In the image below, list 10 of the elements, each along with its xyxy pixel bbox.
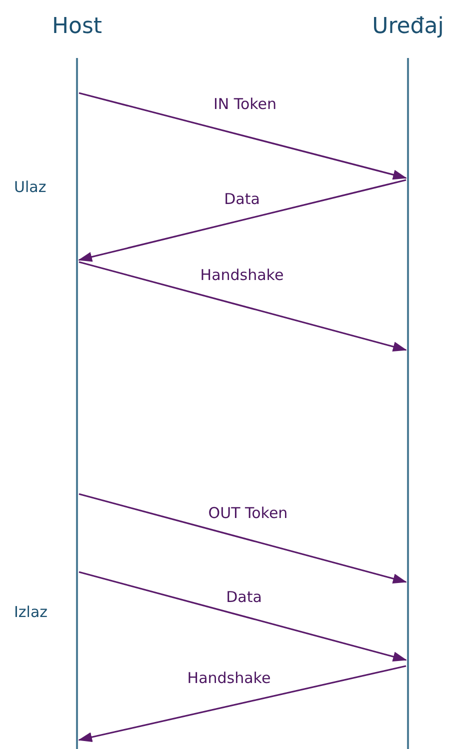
message-arrow [78,493,407,584]
message-arrow [78,571,407,662]
participant-name: Host [50,14,104,39]
phase-label: Izlaz [14,603,48,621]
message-arrow [78,665,406,742]
phase-label: Ulaz [14,178,46,196]
message-arrow [78,92,407,180]
participant-name: Uređaj [371,14,445,39]
message-arrow [78,179,406,262]
message-arrow [78,261,407,352]
